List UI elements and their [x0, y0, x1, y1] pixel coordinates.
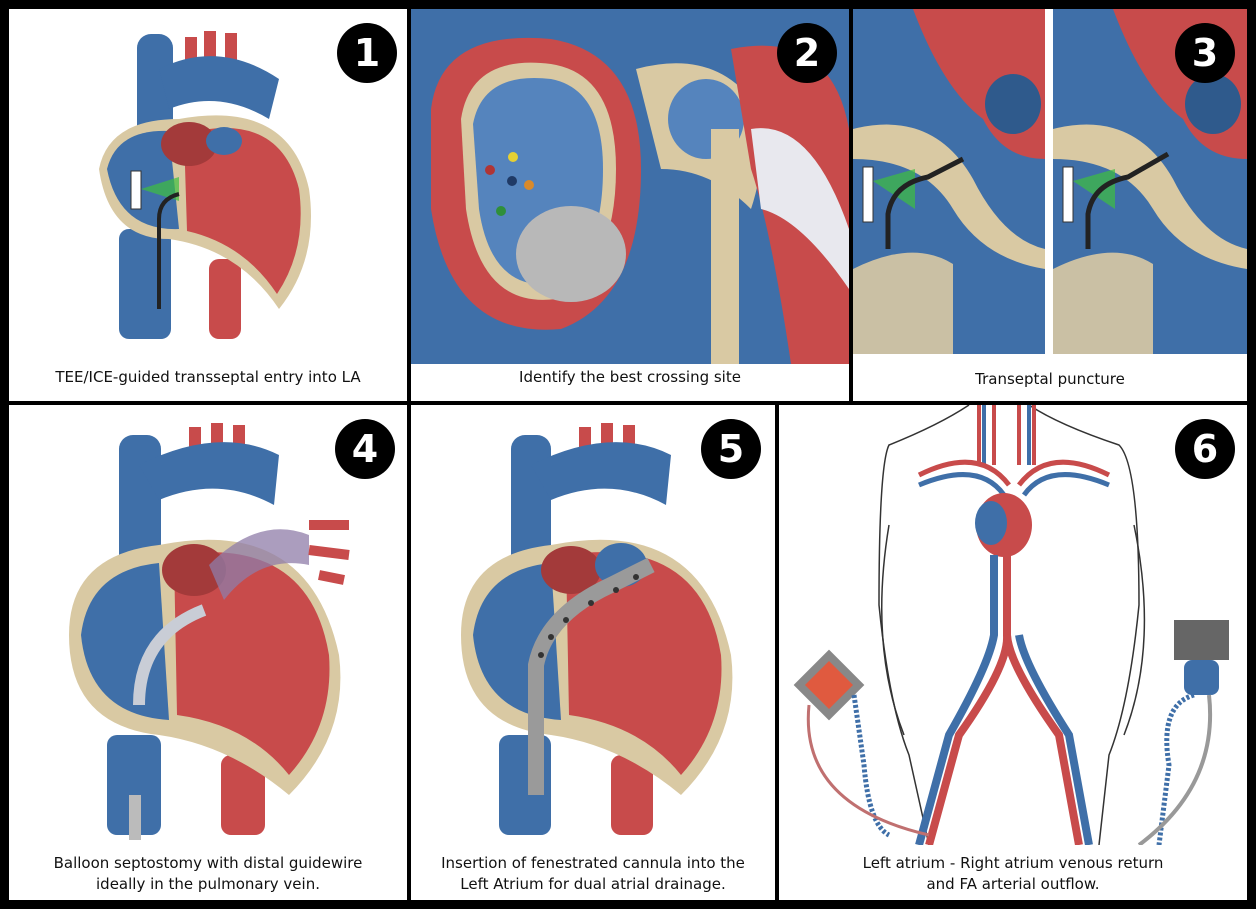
- caption-line: Left atrium - Right atrium venous return: [779, 853, 1247, 874]
- panel-4: 4 Balloon septostomy with distal guidewi…: [9, 405, 407, 900]
- panel-caption: TEE/ICE-guided transseptal entry into LA: [9, 367, 407, 388]
- panel-caption: Identify the best crossing site: [411, 367, 849, 388]
- panel-1: 1 TEE/ICE-guided transseptal entry into …: [9, 9, 407, 401]
- caption-line: Insertion of fenestrated cannula into th…: [411, 853, 775, 874]
- panel-caption: Insertion of fenestrated cannula into th…: [411, 853, 775, 895]
- panel-caption: Transeptal puncture: [853, 369, 1247, 390]
- step-number-badge: 4: [335, 419, 395, 479]
- panel-2: 2 Identify the best crossing site: [411, 9, 849, 401]
- panel-6: 6 Left atrium - Right atrium venous retu…: [779, 405, 1247, 900]
- step-number-badge: 1: [337, 23, 397, 83]
- panel-3: 3 Transeptal puncture: [853, 9, 1247, 401]
- caption-line: ideally in the pulmonary vein.: [9, 874, 407, 895]
- panel-5: 5 Insertion of fenestrated cannula into …: [411, 405, 775, 900]
- caption-line: Left Atrium for dual atrial drainage.: [411, 874, 775, 895]
- panel-caption: Balloon septostomy with distal guidewire…: [9, 853, 407, 895]
- circuit-body-illustration: [779, 405, 1247, 845]
- step-number-badge: 5: [701, 419, 761, 479]
- step-number-badge: 3: [1175, 23, 1235, 83]
- panel-caption: Left atrium - Right atrium venous return…: [779, 853, 1247, 895]
- step-number-badge: 2: [777, 23, 837, 83]
- step-number-badge: 6: [1175, 419, 1235, 479]
- caption-line: Balloon septostomy with distal guidewire: [9, 853, 407, 874]
- caption-line: and FA arterial outflow.: [779, 874, 1247, 895]
